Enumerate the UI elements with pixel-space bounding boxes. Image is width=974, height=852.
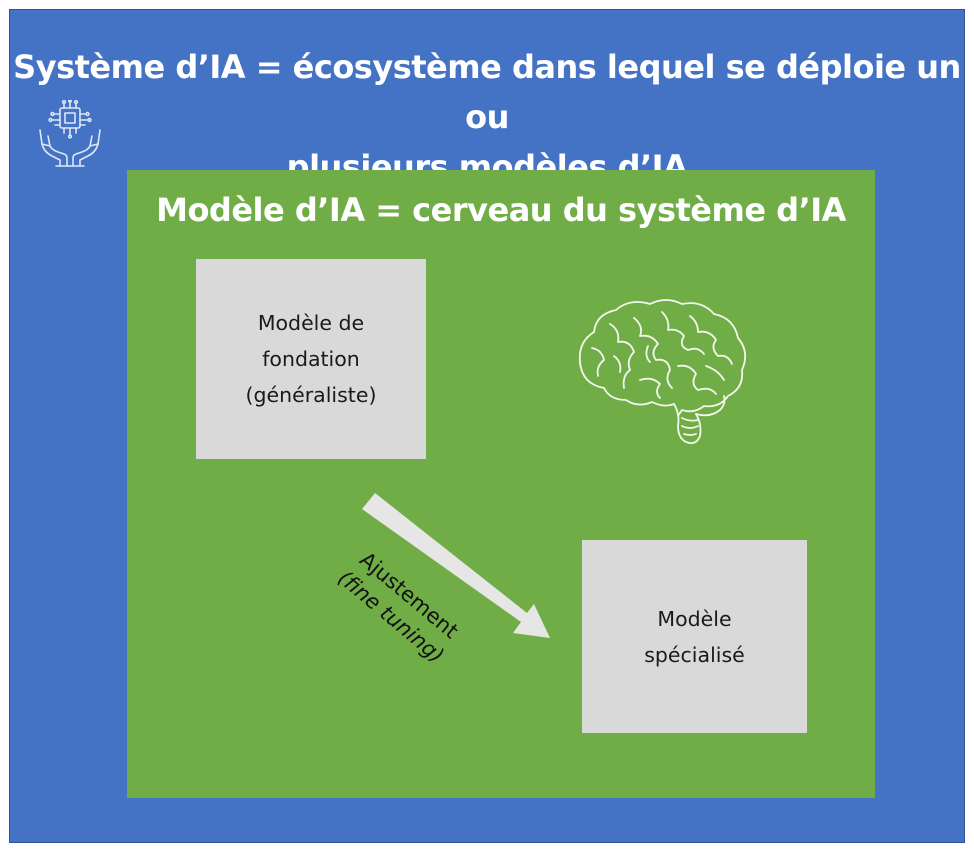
specialized-model-box: Modèle spécialisé xyxy=(582,540,807,733)
specialized-model-line1: Modèle xyxy=(657,606,732,631)
specialized-model-line2: spécialisé xyxy=(644,642,745,667)
foundation-model-box: Modèle de fondation (généraliste) xyxy=(196,259,426,459)
foundation-model-line3: (généraliste) xyxy=(245,383,377,407)
ai-model-title: Modèle d’IA = cerveau du système d’IA xyxy=(156,191,846,229)
ai-system-title-line1: Système d’IA = écosystème dans lequel se… xyxy=(13,48,961,136)
foundation-model-line1: Modèle de xyxy=(257,311,365,335)
foundation-model-line2: fondation xyxy=(262,347,360,371)
brain-icon xyxy=(578,299,747,445)
hands-holding-chip-icon xyxy=(39,100,101,167)
